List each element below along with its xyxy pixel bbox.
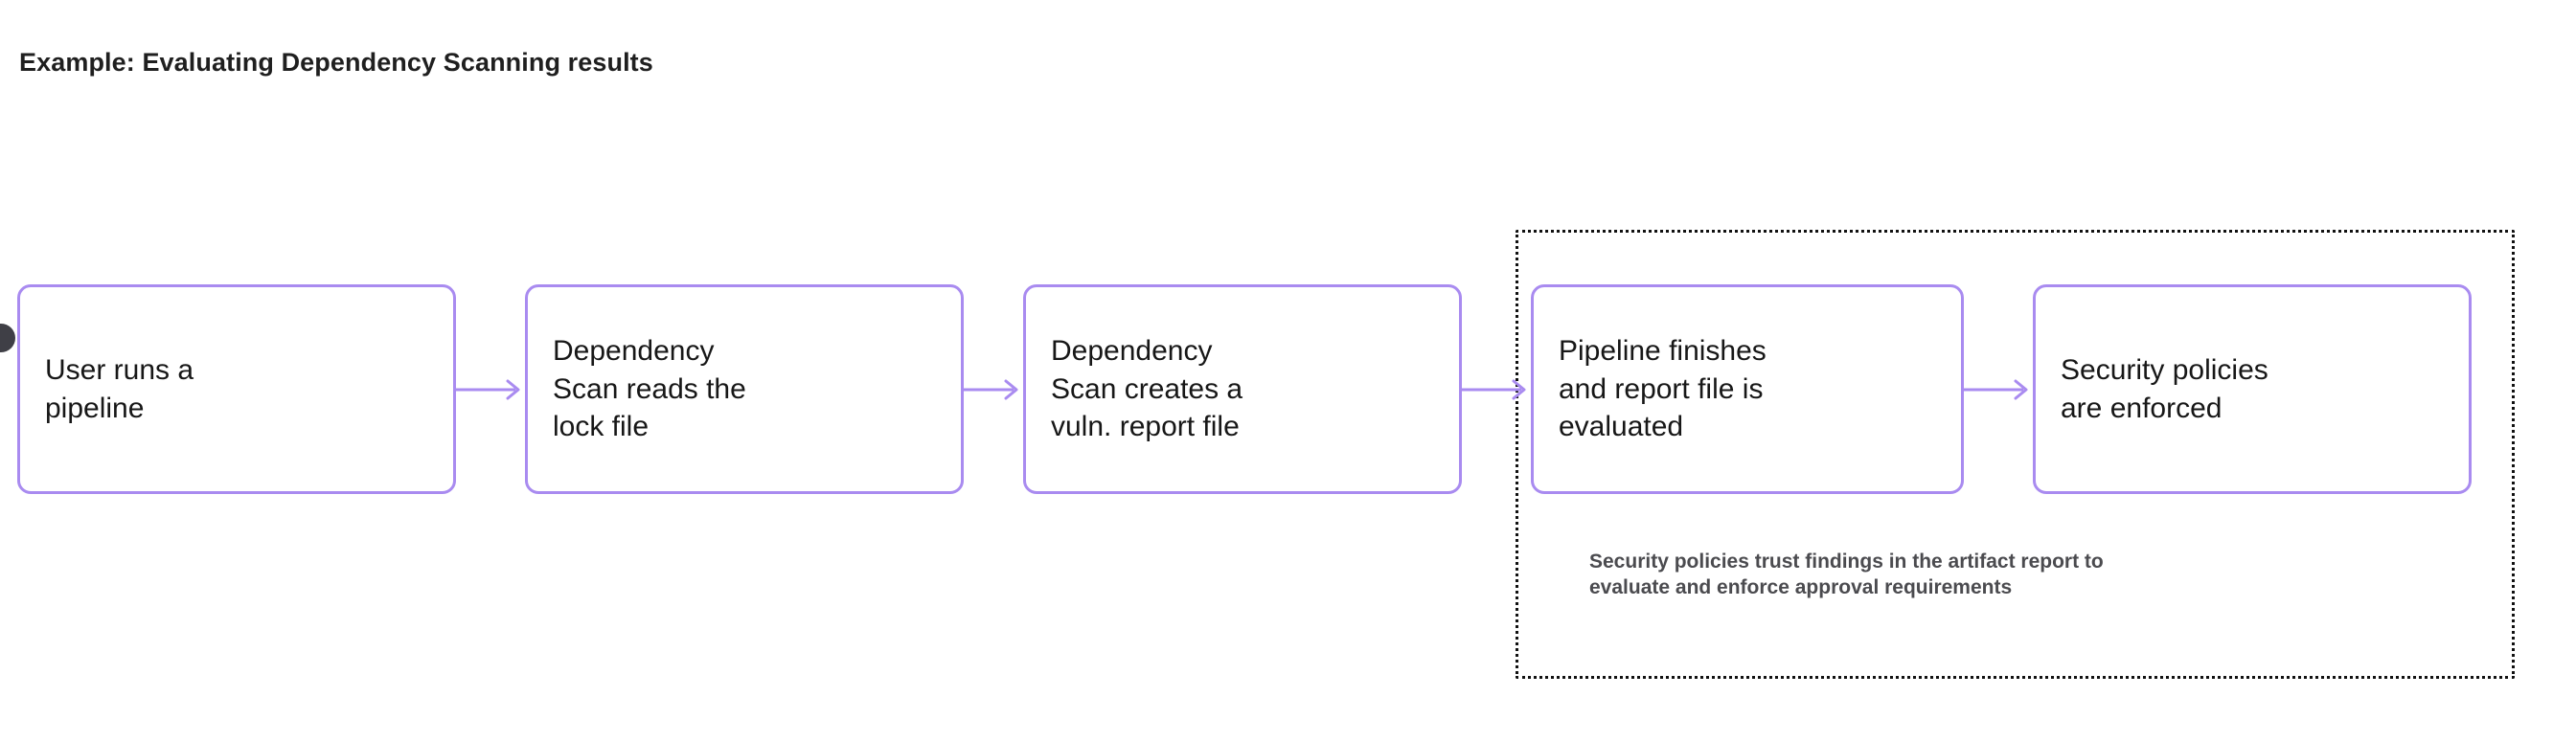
flow-arrow-2-icon (964, 379, 1018, 400)
flow-node-label: User runs a pipeline (45, 353, 194, 424)
flow-node-label: Security policies are enforced (2061, 353, 2268, 424)
flow-arrow-3-icon (1462, 379, 1526, 400)
policy-group-container (1516, 230, 2515, 679)
flow-node-scan-creates-report[interactable]: Dependency Scan creates a vuln. report f… (1023, 284, 1462, 494)
flow-arrow-4-icon (1964, 379, 2028, 400)
flow-node-user-runs-pipeline[interactable]: User runs a pipeline (17, 284, 456, 494)
flow-node-label: Pipeline finishes and report file is eva… (1559, 334, 1767, 443)
page-title: Example: Evaluating Dependency Scanning … (19, 48, 653, 77)
flow-arrow-1-icon (456, 379, 520, 400)
flow-node-label: Dependency Scan reads the lock file (553, 334, 746, 443)
start-node-dot-icon (0, 324, 15, 352)
flow-node-scan-reads-lock-file[interactable]: Dependency Scan reads the lock file (525, 284, 964, 494)
flow-node-policies-enforced[interactable]: Security policies are enforced (2033, 284, 2472, 494)
flow-node-label: Dependency Scan creates a vuln. report f… (1051, 334, 1243, 443)
policy-group-caption: Security policies trust findings in the … (1589, 551, 2104, 599)
flow-node-pipeline-finishes[interactable]: Pipeline finishes and report file is eva… (1531, 284, 1964, 494)
